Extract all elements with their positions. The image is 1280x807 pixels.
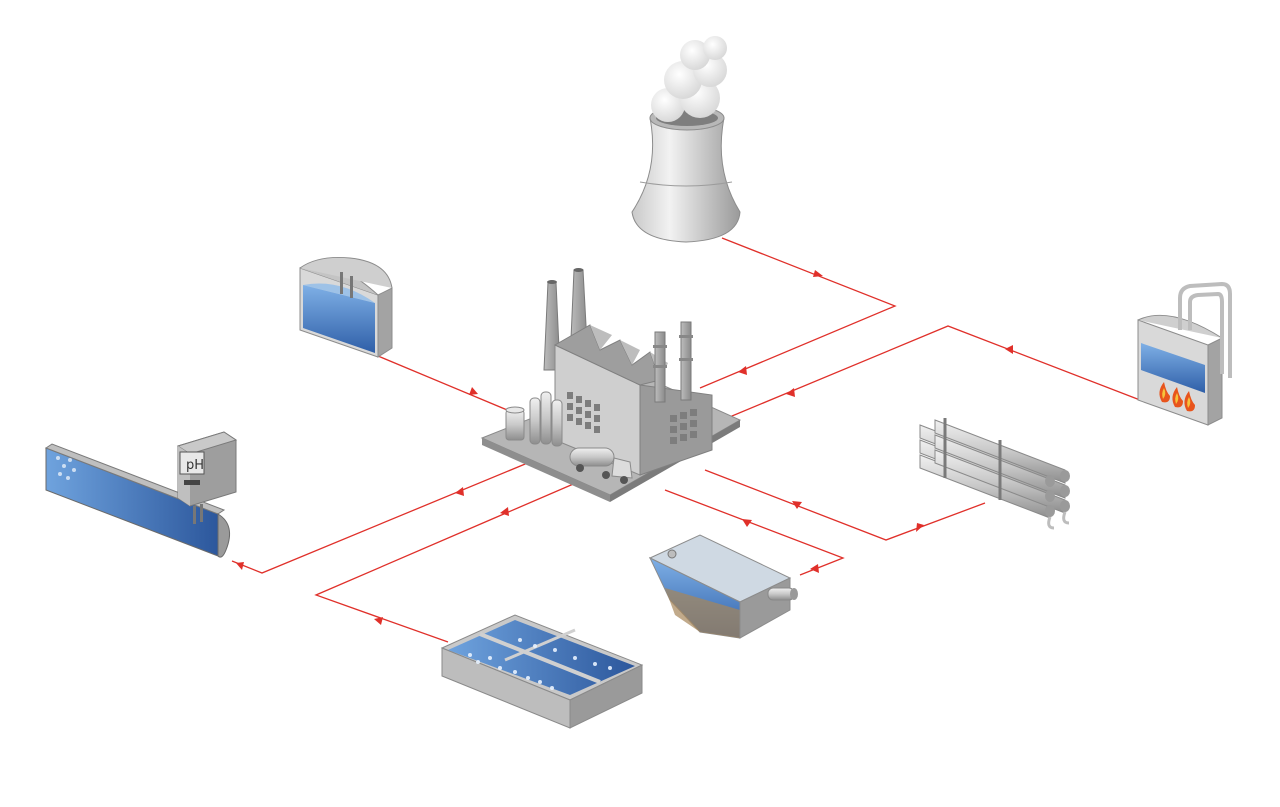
stack-icon <box>653 321 693 403</box>
flow-arrow <box>500 507 509 516</box>
flow-arrow <box>813 270 823 277</box>
flow-storage-tank-to-factory <box>377 355 513 413</box>
flow-arrow <box>738 366 747 375</box>
flow-arrow <box>742 519 752 527</box>
vent-pipe-icon <box>1178 281 1232 378</box>
ph-channel-icon: pH <box>44 431 238 558</box>
flow-cooling-tower-to-factory <box>699 237 897 389</box>
heated-tank-icon <box>1137 281 1232 426</box>
flow-arrow <box>1005 345 1013 354</box>
flow-arrow <box>374 617 383 625</box>
settling-tank-icon <box>648 534 798 639</box>
flow-arrow <box>236 562 244 570</box>
flow-factory-to-heat-exchanger <box>704 469 986 541</box>
ph-label: pH <box>186 458 204 473</box>
flow-lines <box>231 237 1141 643</box>
cooling-tower-icon <box>631 36 741 243</box>
flow-arrow <box>455 487 464 496</box>
factory-icon <box>480 268 742 502</box>
flow-factory-to-ph-channel <box>231 461 531 574</box>
aeration-basin-icon <box>440 614 644 729</box>
flow-arrow <box>916 523 924 532</box>
flow-arrow <box>786 388 795 397</box>
steam-cloud-icon <box>651 36 727 122</box>
flow-arrow <box>469 387 478 395</box>
ph-meter-icon: pH <box>176 431 238 524</box>
pipe-bundle-icon <box>919 418 1070 530</box>
bubbles-icon <box>468 638 612 690</box>
flow-arrow <box>792 501 802 509</box>
flow-arrow <box>810 564 819 573</box>
flow-heated-tank-to-factory <box>719 325 1141 422</box>
flow-factory-to-aeration-basin <box>314 481 579 643</box>
silo-icon <box>505 391 563 447</box>
flame-icon <box>1159 382 1195 412</box>
outlet-pipe-icon <box>767 587 798 601</box>
storage-tank-icon <box>299 257 393 358</box>
tanker-truck-icon <box>569 447 633 484</box>
